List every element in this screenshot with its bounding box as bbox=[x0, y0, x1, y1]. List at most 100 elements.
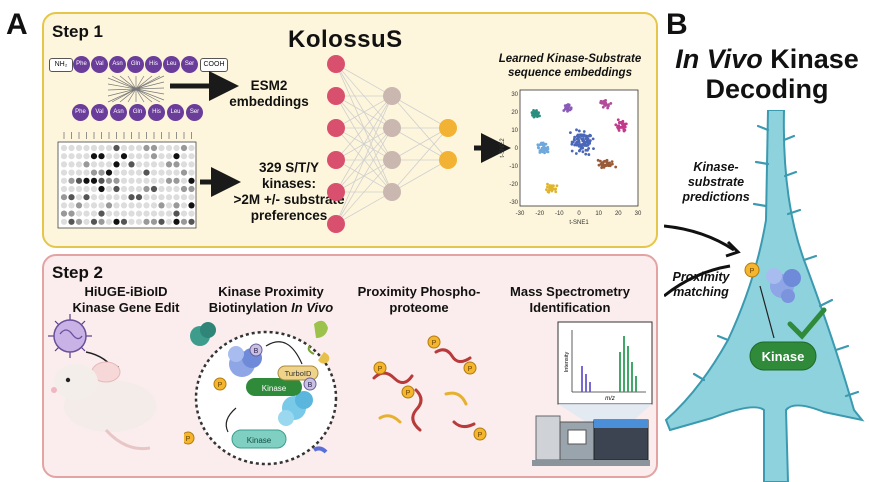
heatmap-cell bbox=[113, 210, 120, 217]
tsne-point bbox=[581, 150, 585, 154]
kinase-turboid-fusion bbox=[246, 378, 302, 396]
heatmap-cell bbox=[158, 144, 165, 152]
tsne-point bbox=[577, 129, 581, 133]
tsne-point bbox=[536, 146, 540, 149]
heatmap-cell bbox=[105, 144, 113, 152]
heatmap-cell bbox=[75, 202, 83, 209]
nn-node bbox=[439, 151, 457, 169]
tsne-point bbox=[586, 148, 589, 152]
kinases-label: 329 S/T/Y kinases: >2M +/- substrate pre… bbox=[224, 160, 354, 224]
heatmap-cell bbox=[83, 161, 90, 168]
heatmap-cell bbox=[105, 185, 113, 193]
tsne-point bbox=[570, 149, 574, 153]
heatmap-cell bbox=[135, 185, 143, 193]
tsne-point bbox=[538, 149, 542, 153]
heatmap-cell bbox=[105, 202, 113, 209]
heatmap-cell bbox=[150, 185, 158, 193]
protein-blob bbox=[307, 320, 328, 355]
kinase-oval bbox=[749, 341, 817, 371]
kinases-line4: preferences bbox=[250, 208, 328, 223]
heatmap-cell bbox=[165, 177, 173, 184]
stage2-line2b: In Vivo bbox=[291, 300, 334, 315]
heatmap-cell bbox=[173, 210, 180, 217]
heatmap-cell bbox=[113, 161, 120, 168]
tsne-xtick: -20 bbox=[535, 211, 544, 217]
phosphate-marker: P bbox=[473, 427, 487, 441]
heatmap-cell bbox=[188, 218, 195, 225]
tsne-point bbox=[610, 160, 614, 164]
heatmap-cell bbox=[68, 210, 75, 217]
heatmap-cell bbox=[135, 161, 143, 168]
heatmap-cell bbox=[83, 194, 90, 201]
heatmap-cell bbox=[105, 210, 113, 217]
tsne-point bbox=[573, 135, 577, 139]
peptide-fragment bbox=[378, 414, 402, 424]
amino-acid-node: Gln bbox=[129, 104, 146, 121]
nn-node bbox=[327, 215, 345, 233]
protein-blob bbox=[318, 352, 330, 364]
heatmap-cell bbox=[188, 185, 195, 193]
biotin-marker: B bbox=[303, 377, 317, 391]
heatmap-cell bbox=[150, 177, 158, 184]
tsne-point bbox=[546, 145, 550, 149]
tsne-point bbox=[598, 159, 602, 163]
heatmap-cell bbox=[165, 169, 173, 176]
nn-edge bbox=[335, 127, 393, 225]
tsne-xtick: 10 bbox=[595, 211, 602, 217]
heatmap-cell bbox=[158, 169, 165, 176]
nn-node bbox=[327, 55, 345, 73]
embedding-title-line2: sequence embeddings bbox=[508, 67, 632, 79]
heatmap-cell bbox=[113, 177, 120, 184]
tsne-point bbox=[538, 143, 542, 147]
heatmap-cell bbox=[143, 202, 150, 209]
heatmap-cell bbox=[113, 202, 120, 209]
tsne-point bbox=[551, 184, 555, 188]
mass-spectrometer-icon bbox=[532, 415, 650, 466]
esm2-line1: ESM2 bbox=[250, 78, 288, 93]
tsne-point bbox=[588, 133, 592, 137]
heatmap-cell bbox=[165, 194, 173, 201]
heatmap-cell bbox=[90, 144, 98, 152]
interaction-arrow bbox=[759, 285, 775, 339]
heatmap-cell bbox=[113, 153, 120, 160]
heatmap-cell bbox=[68, 177, 75, 184]
tsne-xtick: -30 bbox=[516, 211, 525, 217]
heatmap-cell bbox=[98, 153, 105, 160]
heatmap-cell bbox=[98, 218, 105, 225]
stage1-line1: HiUGE-iBioID bbox=[84, 284, 168, 299]
tsne-xtick: -10 bbox=[555, 211, 564, 217]
amino-acid-node: Asn bbox=[109, 56, 126, 73]
heatmap-cell bbox=[150, 210, 158, 217]
tsne-ytick: 10 bbox=[511, 128, 518, 134]
tsne-point bbox=[624, 122, 628, 126]
nn-node bbox=[383, 151, 401, 169]
heatmap-cell bbox=[60, 185, 68, 193]
nn-edge bbox=[391, 127, 449, 193]
peptide-fragment bbox=[434, 348, 472, 363]
nn-node bbox=[327, 119, 345, 137]
heatmap-cell bbox=[180, 169, 188, 176]
heatmap-cell bbox=[143, 210, 150, 217]
heatmap-cell bbox=[98, 202, 105, 209]
tsne-point bbox=[622, 122, 626, 126]
heatmap-cell bbox=[188, 144, 195, 152]
heatmap-cell bbox=[135, 210, 143, 217]
tsne-point bbox=[549, 187, 553, 191]
kinase-label: Kinase bbox=[262, 384, 287, 393]
nn-node bbox=[383, 183, 401, 201]
heatmap-cell bbox=[143, 169, 150, 176]
nn-edge bbox=[391, 127, 449, 161]
predictions-arrow bbox=[664, 224, 735, 252]
heatmap-cell bbox=[143, 144, 150, 152]
nn-node bbox=[383, 87, 401, 105]
panel-b-title-line2: Decoding bbox=[705, 74, 829, 104]
tsne-xtick: 20 bbox=[615, 211, 622, 217]
stage4-illustration: Intensity m/z bbox=[532, 321, 653, 466]
tsne-point bbox=[616, 118, 620, 122]
heatmap-cell bbox=[158, 177, 165, 184]
heatmap-cell bbox=[188, 210, 195, 217]
heatmap-cell bbox=[128, 218, 135, 225]
tsne-point bbox=[535, 112, 538, 116]
heatmap-cell bbox=[128, 161, 135, 168]
amino-acid-node: Phe bbox=[73, 56, 90, 73]
